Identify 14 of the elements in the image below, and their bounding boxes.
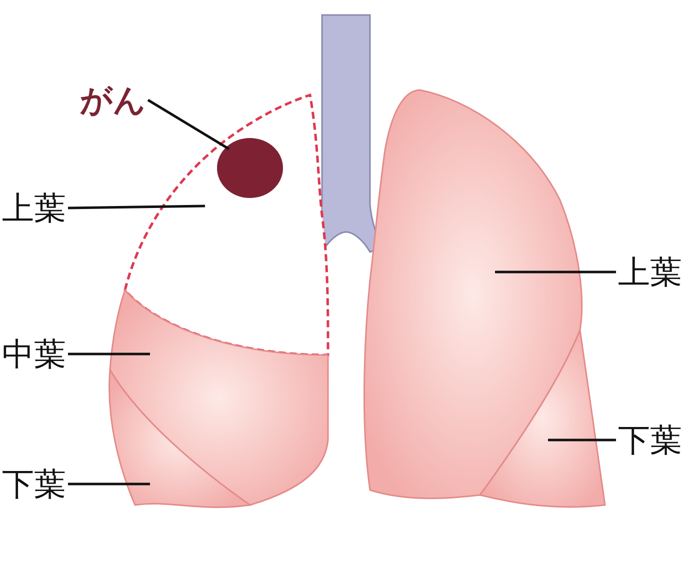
- lower-lobe: [479, 329, 606, 508]
- part-label: がん: [80, 82, 146, 118]
- part-label: 下葉: [618, 422, 682, 458]
- leader-line: [495, 270, 616, 274]
- leader-line: [68, 204, 206, 210]
- leader-line: [68, 352, 150, 356]
- leader-line: [548, 438, 616, 442]
- part-label: 上葉: [618, 254, 682, 290]
- part-label: 上葉: [2, 190, 66, 226]
- leader-line: [68, 482, 150, 486]
- part-label: 下葉: [2, 466, 66, 502]
- part-label: 中葉: [2, 336, 66, 372]
- leader-line: [147, 98, 230, 150]
- middle-lobe: [109, 289, 329, 506]
